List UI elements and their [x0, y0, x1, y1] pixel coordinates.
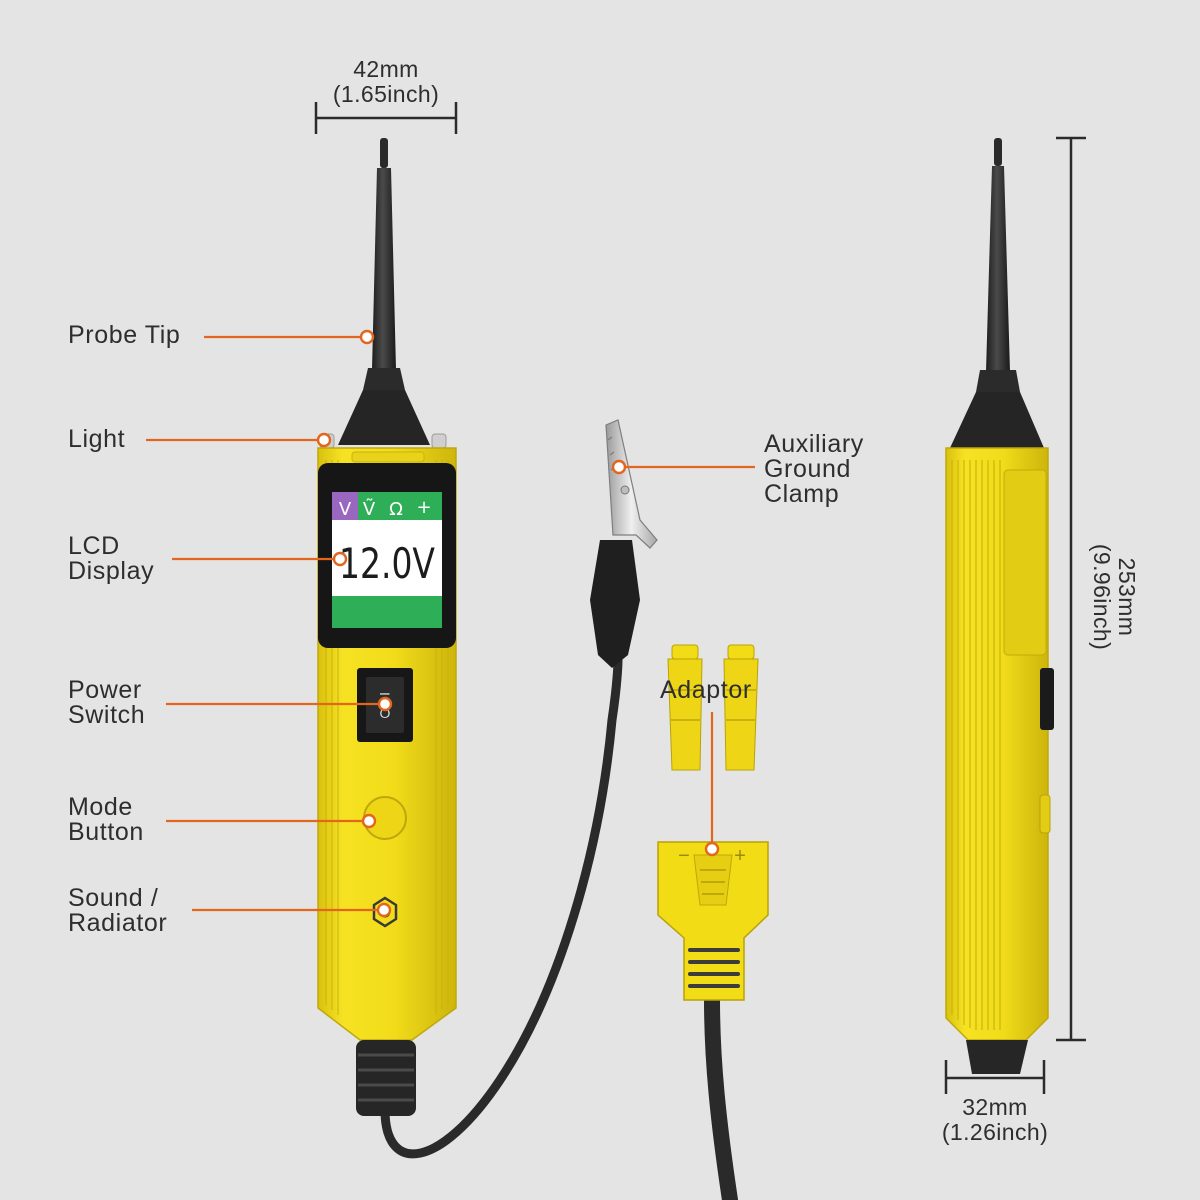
callout-sound-line-2: Radiator: [68, 909, 168, 937]
lcd-display: V Ṽ Ω + 12.0V: [318, 463, 456, 648]
lcd-mode-ac-label: Ṽ: [363, 498, 376, 520]
callout-aux-line-1: Auxiliary: [764, 430, 864, 458]
callout-probe-tip: Probe Tip: [68, 323, 180, 348]
dimension-side-width: [944, 1060, 1046, 1094]
adaptor-plus-mark: +: [734, 845, 746, 867]
adaptor-cable: [704, 992, 738, 1200]
marker-aux-clamp: [611, 459, 627, 475]
main-cable: [380, 655, 623, 1159]
callout-probe-tip-line: Probe Tip: [68, 321, 181, 349]
marker-lcd: [332, 551, 348, 567]
marker-mode-button: [361, 813, 377, 829]
callout-lcd-display: LCD Display: [68, 534, 154, 584]
marker-adaptor: [704, 841, 720, 857]
callout-aux-line-3: Clamp: [764, 480, 840, 508]
callout-sound-line-1: Sound /: [68, 884, 159, 912]
marker-power-switch: [377, 696, 393, 712]
auxiliary-ground-clamp: [590, 419, 658, 668]
marker-sound-radiator: [376, 902, 392, 918]
top-width-mm: 42mm: [353, 56, 419, 82]
callout-lcd-line-1: LCD: [68, 532, 120, 560]
callout-sound-radiator: Sound / Radiator: [68, 886, 167, 936]
dimension-height: [1056, 136, 1086, 1042]
callout-aux-line-2: Ground: [764, 455, 851, 483]
lcd-reading: 12.0V: [339, 539, 435, 588]
marker-light: [316, 432, 332, 448]
lcd-mode-dc: [332, 492, 358, 520]
callout-power-line-2: Switch: [68, 701, 146, 729]
tester-side-view: [945, 138, 1054, 1074]
height-inch: (9.96inch): [1089, 543, 1115, 651]
callout-light: Light: [68, 427, 125, 452]
callout-mode-line-2: Button: [68, 818, 144, 846]
lcd-status-bar: [332, 596, 442, 628]
adaptor-minus-mark: −: [678, 845, 690, 867]
callout-power-line-1: Power: [68, 676, 142, 704]
lcd-mode-diode-label: +: [416, 497, 431, 518]
callout-lcd-line-2: Display: [68, 557, 155, 585]
marker-probe-tip: [359, 329, 375, 345]
height-mm: 253mm: [1114, 557, 1140, 637]
callout-mode-line-1: Mode: [68, 793, 133, 821]
callout-light-line: Light: [68, 425, 126, 453]
side-width-inch: (1.26inch): [941, 1119, 1049, 1145]
lcd-mode-ohm-label: Ω: [389, 499, 403, 520]
adaptor: − +: [657, 644, 769, 1001]
callout-adaptor: Adaptor: [660, 678, 752, 703]
power-switch-off-mark: O: [380, 705, 391, 721]
height-label: 253mm (9.96inch): [1089, 527, 1140, 667]
power-switch-on-mark: I: [377, 692, 393, 696]
probe-tip: [338, 138, 430, 445]
callout-adaptor-line: Adaptor: [660, 676, 752, 704]
callout-mode-button: Mode Button: [68, 795, 144, 845]
side-width-mm: 32mm: [962, 1094, 1028, 1120]
lcd-mode-dc-label: V: [339, 499, 352, 520]
top-width-label: 42mm (1.65inch): [316, 57, 456, 107]
lcd-mode-bar: [358, 492, 442, 520]
dimension-top-width: [314, 102, 458, 134]
callout-power-switch: Power Switch: [68, 678, 145, 728]
side-width-label: 32mm (1.26inch): [925, 1095, 1065, 1145]
cable-strain-relief: [356, 1040, 416, 1116]
callout-aux-clamp: Auxiliary Ground Clamp: [764, 432, 864, 507]
top-width-inch: (1.65inch): [332, 81, 440, 107]
